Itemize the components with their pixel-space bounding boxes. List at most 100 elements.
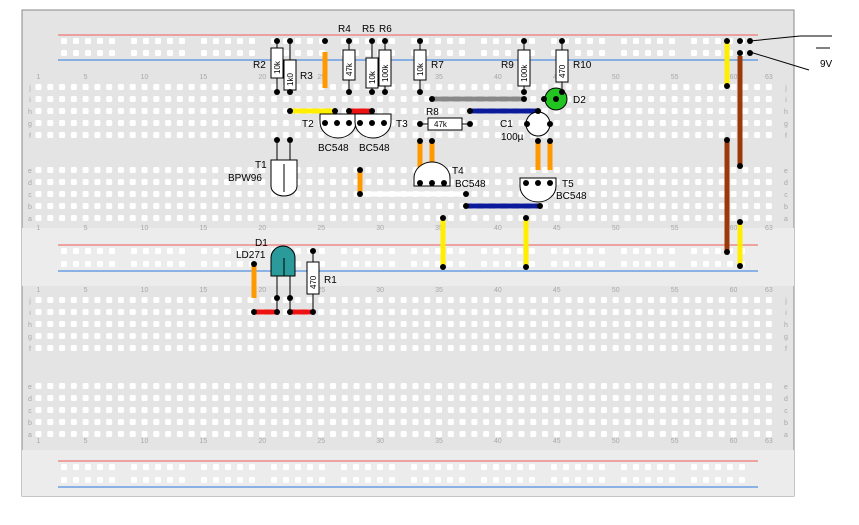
breadboard-hole: [459, 309, 466, 315]
breadboard-hole: [542, 419, 549, 425]
rail-hole: [143, 261, 149, 267]
rail-hole: [447, 464, 453, 470]
rail-hole: [459, 477, 465, 483]
breadboard-hole: [577, 84, 584, 90]
breadboard-hole: [35, 132, 42, 138]
column-number: 15: [200, 225, 208, 232]
breadboard-hole: [765, 297, 772, 303]
rail-hole: [131, 248, 137, 254]
breadboard-hole: [754, 309, 761, 315]
breadboard-hole: [129, 179, 136, 185]
pin-dot: [737, 219, 743, 225]
breadboard-hole: [330, 321, 336, 327]
column-number: 10: [141, 74, 149, 81]
breadboard-hole: [235, 215, 242, 221]
breadboard-hole: [424, 345, 431, 351]
resistor-r4: 47k: [342, 41, 356, 92]
breadboard-hole: [765, 191, 772, 197]
rail-hole: [365, 248, 371, 254]
row-letter: c: [784, 408, 788, 415]
rail-hole: [85, 248, 91, 254]
breadboard-hole: [424, 321, 431, 327]
row-letter: e: [784, 384, 788, 391]
breadboard-hole: [212, 120, 219, 126]
breadboard-hole: [518, 407, 525, 413]
breadboard-hole: [671, 167, 678, 173]
rail-hole: [621, 50, 627, 56]
breadboard-hole: [565, 108, 572, 114]
breadboard-hole: [365, 215, 372, 221]
breadboard-hole: [106, 191, 113, 197]
rail-hole: [715, 261, 721, 267]
breadboard-hole: [259, 419, 266, 425]
breadboard-hole: [612, 96, 619, 102]
breadboard-hole: [176, 431, 183, 437]
breadboard-hole: [341, 215, 348, 221]
breadboard-hole: [542, 407, 549, 413]
breadboard-hole: [365, 333, 372, 339]
pin-dot: [417, 180, 423, 186]
breadboard-hole: [306, 431, 313, 437]
pin-dot: [467, 121, 473, 127]
resistor-r1: 470: [306, 251, 320, 312]
breadboard-hole: [365, 179, 372, 185]
breadboard-hole: [494, 179, 501, 185]
breadboard-hole: [400, 309, 407, 315]
breadboard-hole: [176, 108, 183, 114]
breadboard-hole: [765, 309, 772, 315]
breadboard-hole: [424, 309, 431, 315]
rail-hole: [61, 261, 67, 267]
breadboard-hole: [247, 108, 254, 114]
rail-hole: [587, 261, 593, 267]
rail-hole: [587, 50, 593, 56]
row-letter: g: [28, 334, 32, 341]
rail-hole: [563, 464, 569, 470]
breadboard-hole: [129, 321, 136, 327]
breadboard-hole: [659, 108, 666, 114]
pin-dot: [287, 137, 293, 143]
breadboard-hole: [353, 215, 360, 221]
pin-dot: [547, 121, 553, 127]
breadboard-hole: [330, 345, 336, 351]
breadboard-hole: [730, 108, 737, 114]
breadboard-hole: [648, 419, 655, 425]
breadboard-hole: [188, 309, 195, 315]
breadboard-hole: [589, 321, 596, 327]
breadboard-hole: [59, 132, 66, 138]
rail-hole: [61, 38, 67, 44]
breadboard-hole: [235, 407, 242, 413]
breadboard-hole: [318, 96, 325, 102]
breadboard-hole: [353, 407, 360, 413]
breadboard-hole: [553, 297, 560, 303]
rail-hole: [657, 477, 663, 483]
breadboard-hole: [153, 215, 160, 221]
breadboard-hole: [577, 431, 584, 437]
column-number: 35: [435, 438, 443, 445]
breadboard-hole: [70, 167, 77, 173]
breadboard-hole: [294, 321, 301, 327]
rail-hole: [529, 261, 535, 267]
breadboard-hole: [94, 345, 101, 351]
rail-hole: [481, 261, 487, 267]
breadboard-hole: [165, 297, 172, 303]
rail-hole: [563, 261, 569, 267]
breadboard-hole: [565, 120, 572, 126]
breadboard-hole: [459, 407, 466, 413]
breadboard-hole: [683, 96, 690, 102]
pin-dot: [382, 89, 388, 95]
rail-hole: [225, 464, 231, 470]
breadboard-hole: [483, 215, 490, 221]
pin-dot: [334, 120, 340, 126]
rail-hole: [179, 464, 185, 470]
rail-hole: [201, 477, 207, 483]
breadboard-hole: [341, 96, 348, 102]
breadboard-hole: [754, 333, 761, 339]
breadboard-hole: [565, 179, 572, 185]
breadboard-hole: [388, 309, 395, 315]
breadboard-hole: [330, 167, 336, 173]
breadboard-hole: [200, 84, 207, 90]
breadboard-hole: [424, 297, 431, 303]
breadboard-hole: [141, 191, 148, 197]
breadboard-hole: [365, 321, 372, 327]
breadboard-hole: [271, 215, 278, 221]
